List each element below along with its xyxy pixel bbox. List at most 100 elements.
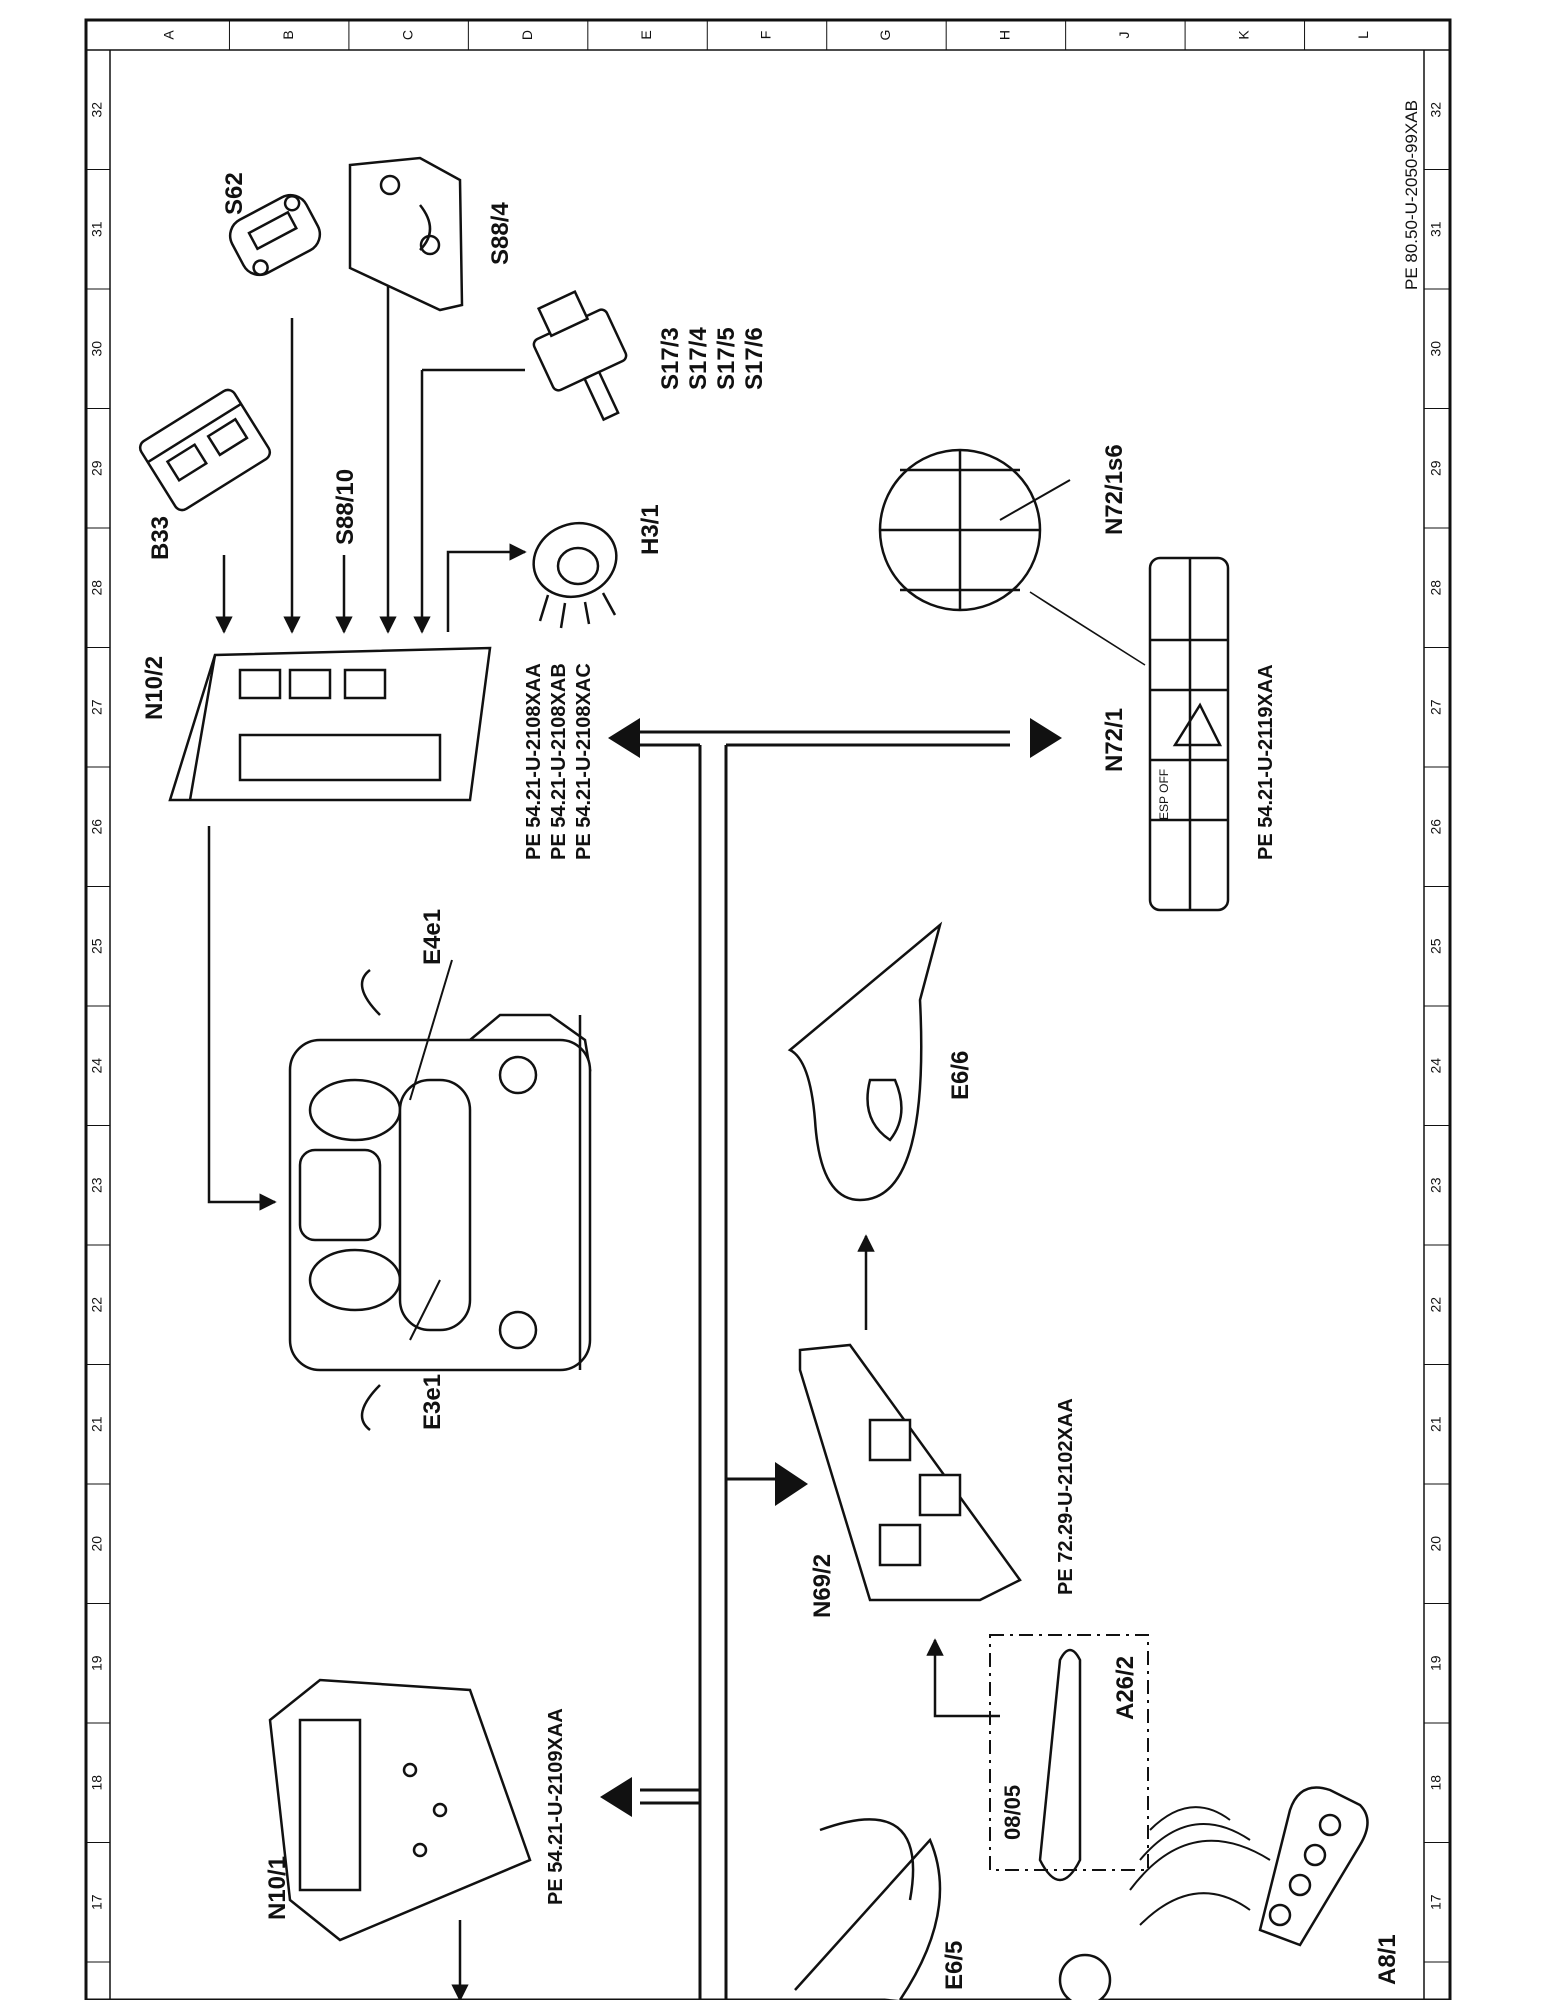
ref-n69-2: PE 72.29-U-2102XAA: [1055, 1398, 1077, 1595]
n72-1-zoom-detail: [878, 448, 1042, 612]
column-letter: G: [877, 30, 893, 41]
ref-n10-2-c: PE 54.21-U-2108XAC: [573, 663, 595, 860]
row-number: 29: [1428, 460, 1444, 476]
e3e1-leader: [409, 1279, 441, 1341]
label-b33: B33: [147, 516, 174, 560]
label-n72-1: N72/1: [1101, 708, 1128, 772]
a8-1-remote-key: [1258, 1786, 1369, 1947]
a26-2-door-handle: [1038, 1648, 1082, 1882]
row-number: 22: [1428, 1297, 1444, 1313]
label-s17-4: S17/4: [685, 327, 712, 390]
s17-door-switch: [532, 290, 628, 422]
column-letter: F: [758, 31, 774, 40]
label-date-marker: 08/05: [1000, 1785, 1025, 1840]
column-letter: E: [638, 30, 654, 39]
column-letter: K: [1236, 30, 1252, 40]
row-number: 30: [1428, 341, 1444, 357]
row-number: 17: [89, 1894, 105, 1910]
row-number: 31: [89, 221, 105, 237]
e4e1-leader: [409, 959, 453, 1101]
e6-6-mirror: [787, 921, 943, 1202]
a26-2-variant-box: [989, 1634, 1149, 1871]
row-number: 28: [89, 580, 105, 596]
row-number: 20: [89, 1536, 105, 1552]
signal-arrows: [207, 277, 1000, 2000]
label-s17-5: S17/5: [713, 327, 740, 390]
row-number: 24: [89, 1058, 105, 1074]
radio-waves: [1129, 1806, 1271, 1926]
row-number: 26: [89, 819, 105, 835]
row-number: 21: [89, 1416, 105, 1432]
label-n72-1s6: N72/1s6: [1101, 444, 1128, 535]
row-number: 17: [1428, 1894, 1444, 1910]
n72-1s6-leader: [999, 479, 1071, 521]
column-letter: J: [1116, 32, 1132, 39]
ref-n10-1: PE 54.21-U-2109XAA: [545, 1708, 567, 1905]
n69-2-module: [798, 1343, 1022, 1602]
e6-5-mirror: [794, 1818, 942, 2000]
label-e6-6: E6/6: [947, 1051, 974, 1100]
h3-1-horn: [532, 521, 618, 629]
drawing-frame: [84, 18, 1452, 2000]
ref-n10-2-a: PE 54.21-U-2108XAA: [523, 663, 545, 860]
row-number: 28: [1428, 580, 1444, 596]
label-a8-1: A8/1: [1374, 1934, 1401, 1985]
row-number: 23: [89, 1177, 105, 1193]
label-n10-1: N10/1: [264, 1856, 291, 1920]
b33-sensor: [138, 388, 272, 512]
column-letter: L: [1355, 31, 1371, 39]
label-h3-1: H3/1: [637, 504, 664, 555]
row-number: 20: [1428, 1536, 1444, 1552]
row-number: 19: [89, 1655, 105, 1671]
ref-n10-2-b: PE 54.21-U-2108XAB: [548, 663, 570, 860]
column-grid: [228, 20, 1306, 50]
column-letter: C: [399, 30, 415, 40]
row-number: 25: [89, 938, 105, 954]
row-number: 27: [89, 699, 105, 715]
label-s17-3: S17/3: [657, 327, 684, 390]
row-number: 22: [89, 1297, 105, 1313]
esp-off-label: ESP OFF: [1157, 769, 1171, 820]
n10-2-module: [168, 646, 492, 802]
row-number: 30: [89, 341, 105, 357]
row-number: 31: [1428, 221, 1444, 237]
column-letter: A: [160, 30, 176, 40]
column-letter: D: [519, 30, 535, 40]
row-number: 32: [89, 102, 105, 118]
sheet-code: PE 80.50-U-2050-99XAB: [1402, 100, 1421, 290]
row-number: 18: [89, 1775, 105, 1791]
s62-switch: [228, 193, 322, 277]
column-letter: H: [997, 30, 1013, 40]
n72-1-panel: [1148, 556, 1230, 912]
label-s88-10: S88/10: [332, 469, 359, 545]
label-a26-2: A26/2: [1112, 1656, 1139, 1720]
label-n10-2: N10/2: [141, 656, 168, 720]
label-s62: S62: [221, 172, 248, 215]
row-number: 25: [1428, 938, 1444, 954]
row-number: 19: [1428, 1655, 1444, 1671]
vehicle-front-view: [288, 969, 592, 1431]
partial-component-bottom: [1058, 1953, 1112, 2000]
bus-arrowheads: [600, 718, 1062, 1817]
row-number: 32: [1428, 102, 1444, 118]
row-number: 26: [1428, 819, 1444, 835]
label-s88-4: S88/4: [487, 202, 514, 265]
row-number: 18: [1428, 1775, 1444, 1791]
row-number: 27: [1428, 699, 1444, 715]
label-s17-6: S17/6: [741, 327, 768, 390]
row-number: 29: [89, 460, 105, 476]
n10-1-module: [268, 1678, 532, 1942]
column-letter: B: [280, 30, 296, 39]
row-number: 21: [1428, 1416, 1444, 1432]
s88-4-switch: [348, 156, 464, 312]
label-e3e1: E3e1: [419, 1374, 446, 1430]
zoom-pointer: [1029, 591, 1146, 666]
can-bus-lines: [640, 730, 1010, 2000]
row-number: 24: [1428, 1058, 1444, 1074]
row-number: 23: [1428, 1177, 1444, 1193]
row-grid: [86, 169, 1450, 1963]
ref-n72-1: PE 54.21-U-2119XAA: [1255, 664, 1277, 860]
label-e6-5: E6/5: [941, 1941, 968, 1990]
label-e4e1: E4e1: [419, 909, 446, 965]
